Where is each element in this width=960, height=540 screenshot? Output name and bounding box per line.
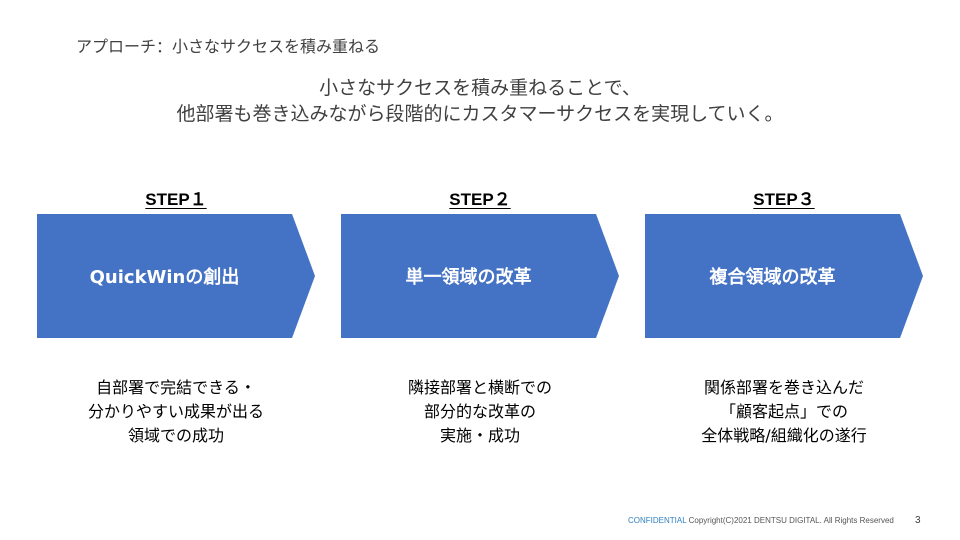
footer-confidential: CONFIDENTIAL xyxy=(628,516,687,525)
step-1-arrow-text: QuickWinの創出 xyxy=(89,267,240,288)
step-1-label: STEP１ xyxy=(145,190,207,209)
step-1-desc-line-2: 分かりやすい成果が出る xyxy=(87,402,264,421)
step-2-arrow: 単一領域の改革 xyxy=(341,214,619,338)
step-3-arrow-shape xyxy=(645,214,923,338)
step-1-desc-line-1: 自部署で完結できる・ xyxy=(96,378,256,397)
step-3-arrow-text: 複合領域の改革 xyxy=(709,267,836,288)
step-3-desc-line-2: 「顧客起点」での xyxy=(719,402,848,421)
lead-line-2: 他部署も巻き込みながら段階的にカスタマーサクセスを実現していく。 xyxy=(176,103,784,125)
step-1-arrow: QuickWinの創出 xyxy=(37,214,315,338)
step-1-arrow-shape xyxy=(37,214,315,338)
step-3-label: STEP３ xyxy=(753,190,815,209)
step-1-desc-line-3: 領域での成功 xyxy=(127,426,224,445)
step-2-desc-line-3: 実施・成功 xyxy=(439,426,520,445)
step-2-description: 隣接部署と横断での 部分的な改革の 実施・成功 xyxy=(350,376,610,448)
step-3-description: 関係部署を巻き込んだ 「顧客起点」での 全体戦略/組織化の遂行 xyxy=(654,376,914,448)
footer: CONFIDENTIAL Copyright(C)2021 DENTSU DIG… xyxy=(628,516,894,525)
step-2-desc-line-2: 部分的な改革の xyxy=(423,402,536,421)
step-1-description: 自部署で完結できる・ 分かりやすい成果が出る 領域での成功 xyxy=(46,376,306,448)
footer-copyright: Copyright(C)2021 DENTSU DIGITAL. All Rig… xyxy=(688,516,894,525)
lead-line-1: 小さなサクセスを積み重ねることで、 xyxy=(319,77,641,99)
step-3-arrow: 複合領域の改革 xyxy=(645,214,923,338)
step-2-arrow-text: 単一領域の改革 xyxy=(405,267,532,288)
step-2-label: STEP２ xyxy=(449,190,511,209)
lead-text: 小さなサクセスを積み重ねることで、 他部署も巻き込みながら段階的にカスタマーサク… xyxy=(0,75,960,127)
step-3-desc-line-3: 全体戦略/組織化の遂行 xyxy=(701,426,867,445)
step-2-arrow-shape xyxy=(341,214,619,338)
page-number: 3 xyxy=(915,515,921,526)
step-2-desc-line-1: 隣接部署と横断での xyxy=(407,378,552,397)
page-title: アプローチ：小さなサクセスを積み重ねる xyxy=(76,37,381,56)
step-3-desc-line-1: 関係部署を巻き込んだ xyxy=(703,378,864,397)
